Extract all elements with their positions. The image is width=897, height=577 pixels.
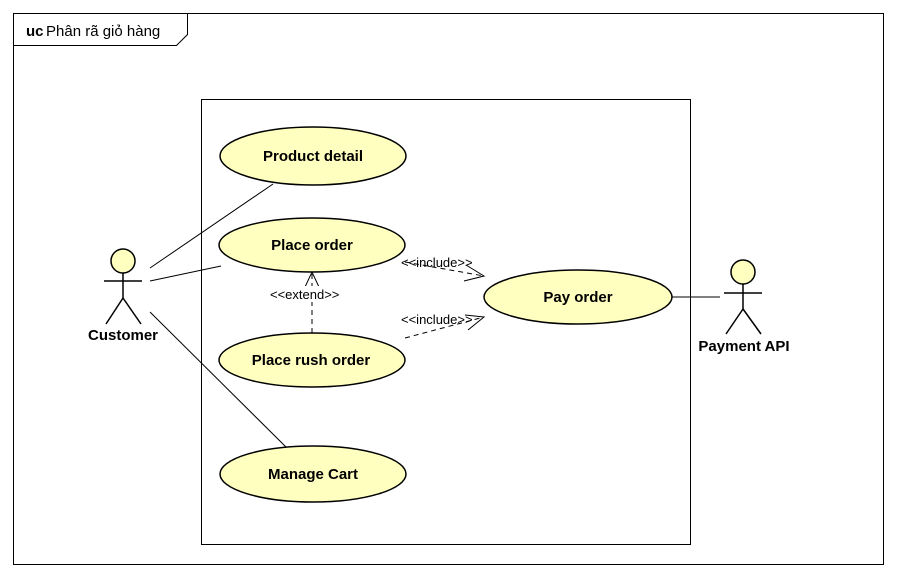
use-case-place-rush-order[interactable]: Place rush order [218,332,406,388]
use-case-manage-cart-label: Manage Cart [268,466,358,483]
use-case-place-order[interactable]: Place order [218,217,406,273]
frame-keyword: uc [26,23,44,40]
include-arrowhead-place-order [463,264,486,282]
use-case-place-rush-order-shape [218,332,406,388]
actor-payment-api-head [730,259,756,285]
association-customer-manage-cart [149,311,288,449]
use-case-manage-cart[interactable]: Manage Cart [219,445,407,503]
extend-label-bg [268,286,354,302]
actor-customer[interactable]: Customer [88,248,158,344]
actor-customer-leg-right [122,297,142,325]
include-label-rush-order: <<include>> [401,312,473,327]
use-case-place-order-shape [218,217,406,273]
use-case-pay-order-shape [483,269,673,325]
use-case-product-detail[interactable]: Product detail [219,126,407,186]
association-customer-product-detail [149,183,274,269]
use-case-pay-order[interactable]: Pay order [483,269,673,325]
extend-label: <<extend>> [270,287,339,302]
use-case-product-detail-label: Product detail [263,148,363,165]
actor-customer-head [110,248,136,274]
include-edge-rush-order [404,316,485,339]
actor-customer-label: Customer [88,327,158,344]
use-case-product-detail-shape [219,126,407,186]
actor-payment-api-label: Payment API [698,338,789,355]
actor-payment-api-leg-right [742,308,762,335]
actor-payment-api[interactable]: Payment API [698,259,790,355]
include-edge-place-order [404,261,485,277]
use-case-pay-order-label: Pay order [543,289,612,306]
association-customer-place-order [149,265,222,282]
use-case-place-order-label: Place order [271,237,353,254]
frame-title: Phân rã giỏ hàng [46,23,160,40]
use-case-manage-cart-shape [219,445,407,503]
include-arrowhead-rush-order [464,314,486,331]
frame-title-tab [13,13,188,46]
actor-payment-api-leg-left [725,308,744,335]
use-case-place-rush-order-label: Place rush order [252,352,371,369]
actor-customer-leg-left [105,297,124,325]
include-label-place-order: <<include>> [401,255,473,270]
